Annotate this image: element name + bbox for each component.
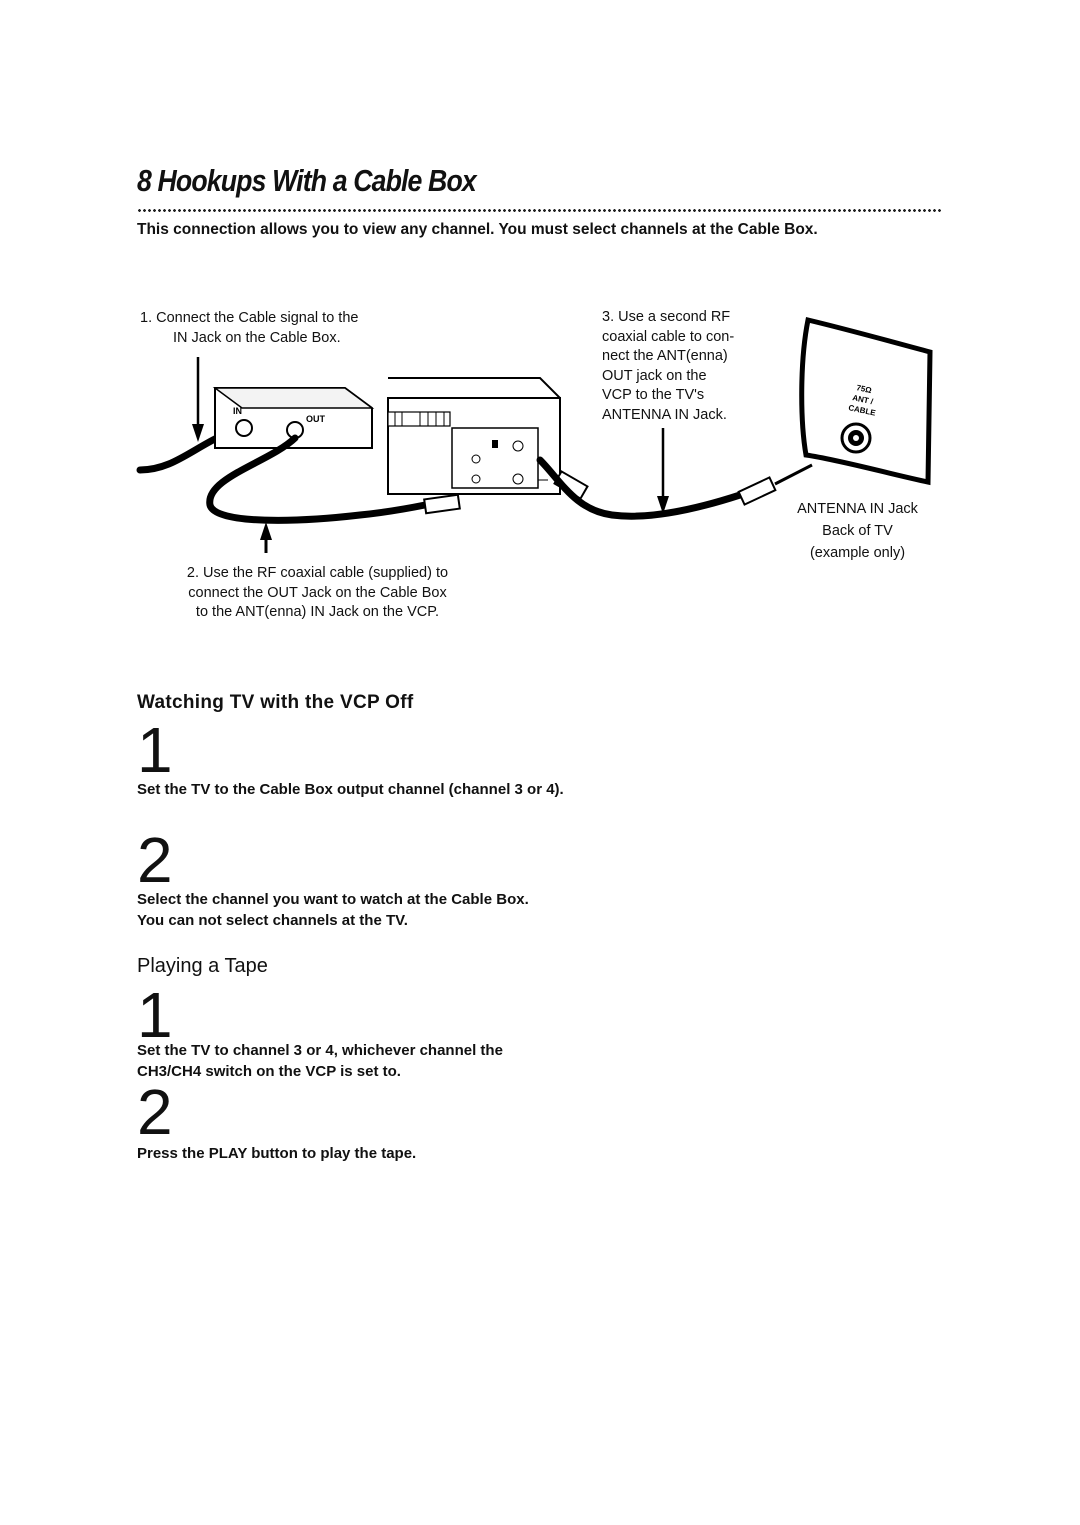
tv-panel-label-ohm: 75Ω: [856, 383, 873, 395]
caption-step3-line6: ANTENNA IN Jack.: [602, 406, 727, 423]
section-heading-playing-tape: Playing a Tape: [137, 955, 268, 977]
cable-box-in-label: IN: [233, 406, 242, 416]
cable-box-to-vcp: [206, 434, 429, 524]
tv-panel-label-ant: ANT /: [852, 393, 875, 406]
page-title: 8 Hookups With a Cable Box: [137, 163, 477, 198]
cable-box: IN OUT: [212, 387, 375, 449]
caption-step3-line4: OUT jack on the: [602, 367, 707, 384]
intro-text: This connection allows you to view any c…: [137, 221, 818, 238]
hookup-diagram: IN OUT 75Ω ANT / CABLE: [136, 316, 933, 553]
caption-step3-line5: VCP to the TV's: [602, 387, 705, 403]
caption-step1-line1: 1. Connect the Cable signal to the: [140, 310, 359, 326]
caption-step1-line2: IN Jack on the Cable Box.: [173, 329, 341, 346]
vcp-unit: [387, 377, 561, 495]
tv-caption-line1: ANTENNA IN Jack: [797, 501, 918, 517]
step-number: 1: [137, 979, 173, 1051]
step-text-line: CH3/CH4 switch on the VCP is set to.: [137, 1063, 401, 1080]
step-text: Set the TV to channel 3 or 4, whichever …: [137, 1040, 647, 1082]
cable-box-out-label: OUT: [306, 414, 326, 424]
step-number: 1: [137, 714, 173, 786]
caption-step3-line2: coaxial cable to con-: [602, 328, 735, 345]
step-text: Press the PLAY button to play the tape.: [137, 1145, 417, 1162]
caption-step2-line1: 2. Use the RF coaxial cable (supplied) t…: [186, 565, 449, 581]
caption-step1: 1. Connect the Cable signal to the IN Ja…: [140, 309, 410, 348]
step-text-line: You can not select channels at the TV.: [137, 912, 408, 929]
caption-step2: 2. Use the RF coaxial cable (supplied) t…: [150, 564, 485, 623]
step-number: 2: [137, 824, 173, 896]
step-text: Select the channel you want to watch at …: [137, 889, 647, 931]
tv-caption-line3: (example only): [809, 545, 906, 561]
caption-step2-line3: to the ANT(enna) IN Jack on the VCP.: [195, 604, 440, 620]
step-text: Set the TV to the Cable Box output chann…: [137, 781, 564, 798]
dotted-divider: [137, 208, 942, 213]
tv-back-panel: 75Ω ANT / CABLE: [799, 316, 933, 486]
step-text-line: Set the TV to channel 3 or 4, whichever …: [137, 1042, 503, 1059]
tv-caption-line2: Back of TV: [822, 523, 893, 539]
vcp-to-tv-cable: [536, 456, 744, 520]
caption-step3-line3: nect the ANT(enna): [602, 348, 728, 364]
caption-step2-line2: connect the OUT Jack on the Cable Box: [188, 584, 447, 601]
caption-step3: 3. Use a second RF coaxial cable to con-…: [602, 308, 772, 425]
section-heading-watching-tv: Watching TV with the VCP Off: [137, 692, 414, 713]
step-text-line: Select the channel you want to watch at …: [137, 891, 529, 908]
caption-step3-line1: 3. Use a second RF: [602, 309, 731, 325]
step-number: 2: [137, 1076, 173, 1148]
caption-tv: ANTENNA IN Jack Back of TV (example only…: [770, 498, 945, 564]
